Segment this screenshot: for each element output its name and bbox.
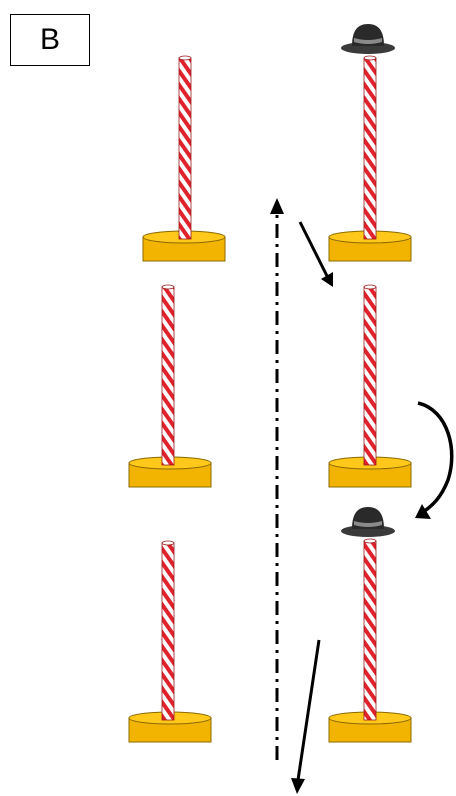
base [328, 711, 412, 743]
curved-arrow-icon [415, 401, 454, 519]
base [328, 230, 412, 262]
panel-label: B [10, 14, 90, 66]
pole [363, 286, 377, 466]
pole [363, 57, 377, 240]
stand-right-1 [328, 24, 412, 262]
stand-left-3 [128, 540, 212, 743]
hat-icon [341, 24, 395, 54]
stand-left-1 [142, 55, 226, 262]
dash-dot-arrow-icon [270, 198, 284, 760]
pole [363, 540, 377, 721]
base [142, 230, 226, 262]
pole [178, 57, 192, 240]
pole [161, 286, 175, 466]
stand-left-2 [128, 284, 212, 488]
stand-right-2 [328, 284, 412, 488]
arrow-icon [291, 639, 321, 794]
hat-icon [341, 507, 395, 537]
arrow-icon [298, 221, 333, 287]
base [328, 456, 412, 488]
pole [161, 542, 175, 721]
stand-right-3 [328, 507, 412, 743]
